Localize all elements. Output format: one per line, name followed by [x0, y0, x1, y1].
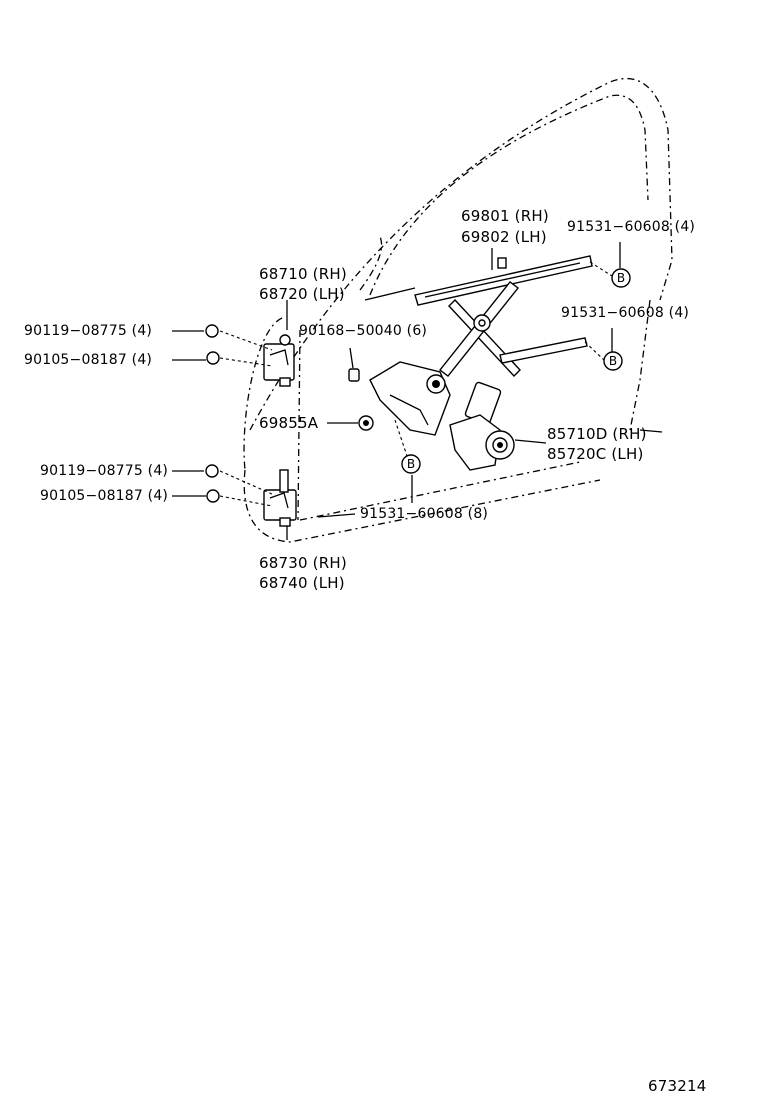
upper-hinge [263, 334, 295, 387]
svg-text:B: B [609, 354, 617, 368]
upper-bolts [205, 324, 220, 365]
regulator-bolt-label: 90168−50040 (6) [299, 323, 428, 339]
upper-hinge-label-rh: 68710 (RH) [259, 265, 347, 283]
figure-number: 673214 [648, 1077, 707, 1095]
regulator-rail-top [414, 255, 593, 306]
lower-bolts [205, 464, 220, 503]
regulator-base [369, 361, 451, 436]
svg-text:B: B [617, 271, 625, 285]
motor-label-rh: 85710D (RH) [547, 425, 647, 443]
regulator-bolt [348, 368, 360, 382]
bolt-mid-right-label: 91531−60608 (4) [561, 305, 690, 321]
regulator-label-rh: 69801 (RH) [461, 207, 549, 225]
lower-hinge [263, 469, 297, 527]
grommet [358, 415, 374, 431]
svg-text:B: B [407, 457, 415, 471]
grommet-label: 69855A [259, 414, 319, 432]
regulator-label-lh: 69802 (LH) [461, 228, 547, 246]
bolt-bottom-label: 91531−60608 (8) [360, 506, 489, 522]
upper-hinge-label-lh: 68720 (LH) [259, 285, 345, 303]
callout-b-top-right: B [611, 268, 631, 288]
lower-hinge-label-rh: 68730 (RH) [259, 554, 347, 572]
door-outline [243, 77, 673, 543]
upper-bolt-b-label: 90105−08187 (4) [24, 352, 153, 368]
window-motor [449, 381, 515, 471]
upper-bolt-a-label: 90119−08775 (4) [24, 323, 153, 339]
bolt-top-right-label: 91531−60608 (4) [567, 219, 696, 235]
motor-label-lh: 85720C (LH) [547, 445, 644, 463]
lower-bolt-b-label: 90105−08187 (4) [40, 488, 169, 504]
callout-b-bottom: B [401, 454, 421, 474]
dotted-lines [219, 261, 613, 507]
leader-lines [172, 242, 663, 540]
lower-bolt-a-label: 90119−08775 (4) [40, 463, 169, 479]
regulator-rail-lower [499, 337, 588, 364]
lower-hinge-label-lh: 68740 (LH) [259, 574, 345, 592]
callout-b-mid-right: B [603, 351, 623, 371]
